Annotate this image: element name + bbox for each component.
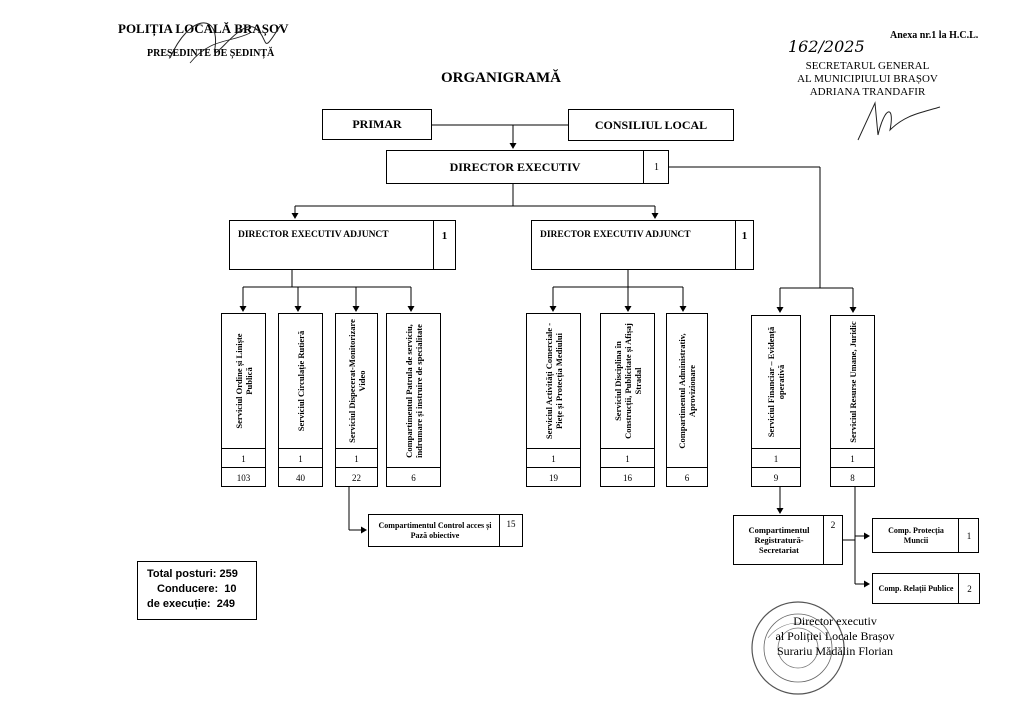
signature-block: Director executiv al Poliției Locale Bra… (755, 614, 915, 659)
unit-lead-count: 1 (752, 448, 800, 468)
protectia-muncii-label: Comp. Protecția Muncii (888, 525, 944, 545)
header-president: PREȘEDINTE DE ȘEDINȚĂ (147, 48, 275, 59)
unit-label: Serviciul Ordine și Liniște Publică (233, 333, 254, 429)
unit-label: Serviciul Financiar – Evidență operativă (766, 326, 786, 438)
deputy-director-label-1: DIRECTOR EXECUTIV ADJUNCT (238, 230, 389, 240)
president-signature-icon (169, 22, 281, 64)
unit-lead-count: 1 (336, 448, 377, 468)
unit-label: Serviciul Activități Comerciale - Piețe … (543, 322, 564, 440)
secretary-block: SECRETARUL GENERAL AL MUNICIPIULUI BRAȘO… (760, 60, 975, 99)
deputy-director-box-1: DIRECTOR EXECUTIV ADJUNCT 1 (229, 220, 456, 270)
totals-line3: de execuție: 249 (147, 598, 236, 610)
unit-staff-count: 19 (527, 467, 580, 487)
deputy-director-count-2: 1 (735, 221, 753, 269)
unit-staff-count: 8 (831, 467, 874, 487)
signature-line3: Surariu Mădălin Florian (777, 644, 893, 658)
protectia-muncii-count: 1 (958, 519, 979, 552)
unit-staff-count: 22 (336, 467, 377, 487)
deputy-director-label-2: DIRECTOR EXECUTIV ADJUNCT (540, 230, 691, 240)
control-acces-label: Compartimentul Control acces și Pază obi… (378, 520, 492, 540)
registratura-box: Compartimentul Registratură-Secretariat … (733, 515, 843, 565)
unit-activitati-comerciale: Serviciul Activități Comerciale - Piețe … (526, 313, 581, 487)
unit-label: Serviciul Resurse Umane, Juridic (847, 321, 858, 443)
unit-circulatie-rutiera: Serviciul Circulație Rutieră 1 40 (278, 313, 323, 487)
unit-lead-count: 1 (527, 448, 580, 468)
secretary-signature-icon (857, 101, 941, 141)
registratura-count: 2 (823, 516, 842, 564)
unit-label: Compartimentul Patrula de serviciu, îndr… (403, 323, 424, 458)
unit-dispecerat: Serviciul Dispecerat-Monitorizare Video … (335, 313, 378, 487)
unit-lead-count: 1 (831, 448, 874, 468)
director-executiv-box: DIRECTOR EXECUTIV 1 (386, 150, 669, 184)
primar-box: PRIMAR (322, 109, 432, 140)
unit-patrula-serviciu: Compartimentul Patrula de serviciu, îndr… (386, 313, 441, 487)
consiliul-local-box: CONSILIUL LOCAL (568, 109, 734, 141)
unit-label: Serviciul Disciplina în Construcții, Pub… (612, 323, 643, 439)
director-executiv-count: 1 (643, 151, 669, 183)
unit-resurse-umane: Serviciul Resurse Umane, Juridic 1 8 (830, 315, 875, 487)
unit-lead-count: 1 (222, 448, 265, 468)
deputy-director-box-2: DIRECTOR EXECUTIV ADJUNCT 1 (531, 220, 754, 270)
deputy-director-count-1: 1 (433, 221, 455, 269)
secretary-line2: AL MUNICIPIULUI BRAȘOV (797, 73, 938, 85)
unit-staff-count: 9 (752, 467, 800, 487)
official-stamp-icon (751, 601, 845, 695)
signature-line2: al Poliției Locale Brașov (775, 629, 895, 643)
annex-label: Anexa nr.1 la H.C.L. (890, 30, 979, 41)
unit-disciplina-constructii: Serviciul Disciplina în Construcții, Pub… (600, 313, 655, 487)
header-institution: POLIȚIA LOCALĂ BRAȘOV (118, 21, 289, 36)
unit-staff-count: 16 (601, 467, 654, 487)
unit-staff-count: 6 (667, 467, 707, 487)
registratura-label: Compartimentul Registratură-Secretariat (748, 525, 810, 555)
unit-staff-count: 40 (279, 467, 322, 487)
director-executiv-label: DIRECTOR EXECUTIV (449, 159, 581, 174)
signature-line1: Director executiv (793, 614, 877, 628)
unit-staff-count: 103 (222, 467, 265, 487)
relatii-publice-count: 2 (958, 574, 980, 603)
relatii-publice-box: Comp. Relații Publice 2 (872, 573, 980, 604)
unit-administrativ: Compartimentul Administrativ, Aprovizion… (666, 313, 708, 487)
unit-label: Compartimentul Administrativ, Aprovizion… (677, 332, 697, 449)
unit-staff-count: 6 (387, 467, 440, 487)
page-title: ORGANIGRAMĂ (441, 70, 561, 86)
unit-label: Serviciul Dispecerat-Monitorizare Video (346, 319, 367, 443)
control-acces-box: Compartimentul Control acces și Pază obi… (368, 514, 523, 547)
unit-financiar: Serviciul Financiar – Evidență operativă… (751, 315, 801, 487)
unit-label: Serviciul Circulație Rutieră (295, 330, 306, 432)
unit-ordine-liniste: Serviciul Ordine și Liniște Publică 1 10… (221, 313, 266, 487)
unit-lead-count: 1 (601, 448, 654, 468)
protectia-muncii-box: Comp. Protecția Muncii 1 (872, 518, 979, 553)
control-acces-count: 15 (499, 515, 522, 546)
secretary-line3: ADRIANA TRANDAFIR (809, 86, 926, 98)
relatii-publice-label: Comp. Relații Publice (878, 583, 954, 593)
totals-line2: Conducere: 10 (157, 583, 237, 595)
secretary-line1: SECRETARUL GENERAL (805, 60, 930, 72)
unit-lead-count: 1 (279, 448, 322, 468)
totals-box: Total posturi: 259 Conducere: 10 de exec… (137, 561, 257, 620)
totals-line1: Total posturi: 259 (147, 568, 238, 580)
handwritten-number: 162/2025 (788, 37, 865, 56)
